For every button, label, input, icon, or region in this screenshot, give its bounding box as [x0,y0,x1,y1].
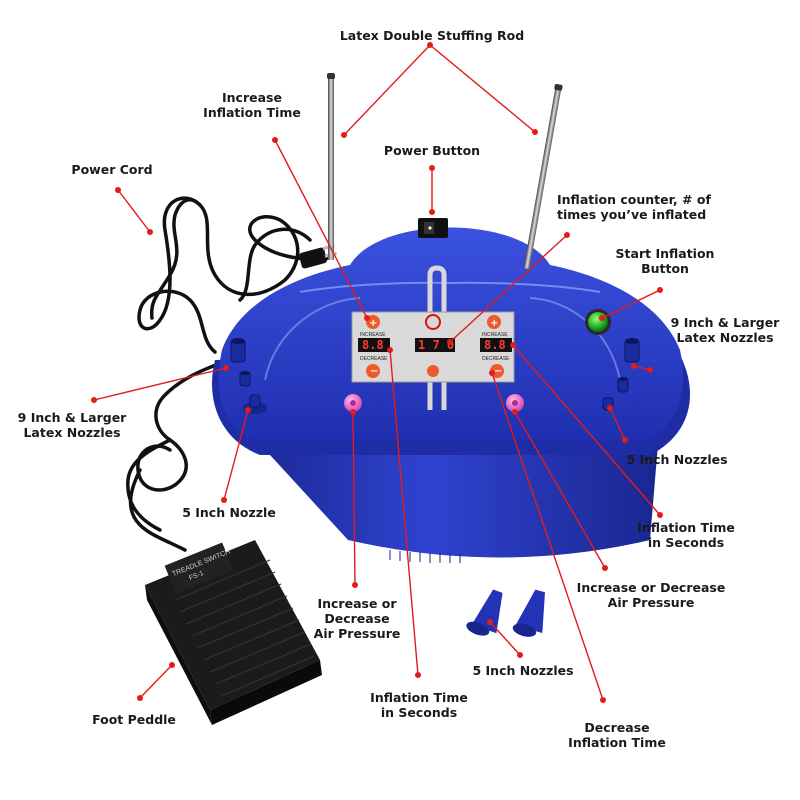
panel-decrease-right: DECREASE [482,356,510,362]
handle [427,265,447,410]
label-five-inch-nozzles-right: 5 Inch Nozzles [626,452,728,467]
power-cord [126,196,332,552]
panel-increase-right: INCREASE [482,332,508,338]
display-right: 8.8 [484,338,506,352]
label-stuffing-rod: Latex Double Stuffing Rod [339,28,525,43]
pressure-knobs [344,394,524,412]
stuffing-rods [327,73,563,270]
callout-lines [93,44,661,701]
label-five-inch-nozzles-loose: 5 Inch Nozzles [472,663,574,678]
label-foot-peddle: Foot Peddle [92,712,176,727]
power-switch [418,218,448,238]
svg-text:−: − [370,366,378,377]
control-panel: + + − − 8.8 1 7 0 8.8 INCREASE INCREASE … [351,311,515,383]
label-five-inch-nozzle-left: 5 Inch Nozzle [182,505,276,520]
callout-dots [91,42,663,703]
machine-nozzles [230,338,640,414]
svg-text:−: − [494,366,502,377]
display-center: 1 7 0 [418,338,454,352]
inflator-machine [212,227,690,563]
loose-nozzles [466,589,545,637]
start-button [585,309,611,335]
svg-text:+: + [369,318,377,329]
label-power-cord: Power Cord [71,162,153,177]
label-power-button: Power Button [383,143,481,158]
panel-decrease-left: DECREASE [360,356,388,362]
display-left: 8.8 [362,338,384,352]
foot-pedal: TREADLE SWITCH FS-1 [145,540,322,725]
svg-text:+: + [490,318,498,329]
panel-increase-left: INCREASE [360,332,386,338]
